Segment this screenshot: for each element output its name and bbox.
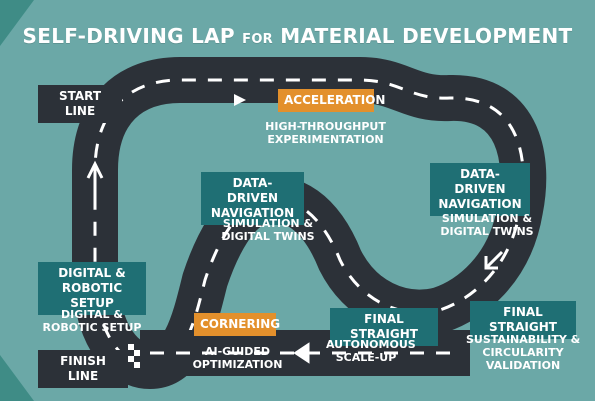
track-centerline [93,78,525,368]
start-line-label: START LINE [38,85,122,123]
arrow-right-icon [234,94,246,106]
title-part-3: MATERIAL DEVELOPMENT [280,24,573,48]
arrow-up-icon [86,160,104,196]
acceleration-label: ACCELERATION [278,89,385,112]
acceleration-sub: HIGH-THROUGHPUT EXPERIMENTATION [265,120,386,146]
arrow-left-icon [293,342,318,364]
title-part-1: SELF-DRIVING LAP [22,24,235,48]
simulation-right-sub: SIMULATION & DIGITAL TWINS [440,212,534,238]
sustainability-sub: SUSTAINABILITY & CIRCULARITY VALIDATION [466,333,581,372]
finish-line-label: FINISH LINE [38,350,128,388]
title-part-2: FOR [242,32,273,47]
final-straight-mid-label: FINAL STRAIGHT [330,308,438,346]
simulation-left-sub: SIMULATION & DIGITAL TWINS [221,217,315,243]
final-straight-right-label: FINAL STRAIGHT [470,301,576,339]
arrow-down-left-icon [484,250,504,270]
diagram-title: SELF-DRIVING LAP FOR MATERIAL DEVELOPMEN… [0,24,595,48]
autonomous-scale-up-sub: AUTONOMOUS SCALE-UP [326,338,416,364]
data-driven-navigation-right: DATA-DRIVEN NAVIGATION [430,163,530,216]
digital-robotic-setup-label: DIGITAL & ROBOTIC SETUP [38,262,146,315]
ai-guided-sub: AI-GUIDED OPTIMIZATION [192,345,283,371]
digital-robotic-setup-sub: DIGITAL & ROBOTIC SETUP [42,308,142,334]
data-driven-navigation-left: DATA-DRIVEN NAVIGATION [201,172,304,225]
cornering-label: CORNERING [194,313,280,336]
checkered-flag-icon [128,344,140,368]
